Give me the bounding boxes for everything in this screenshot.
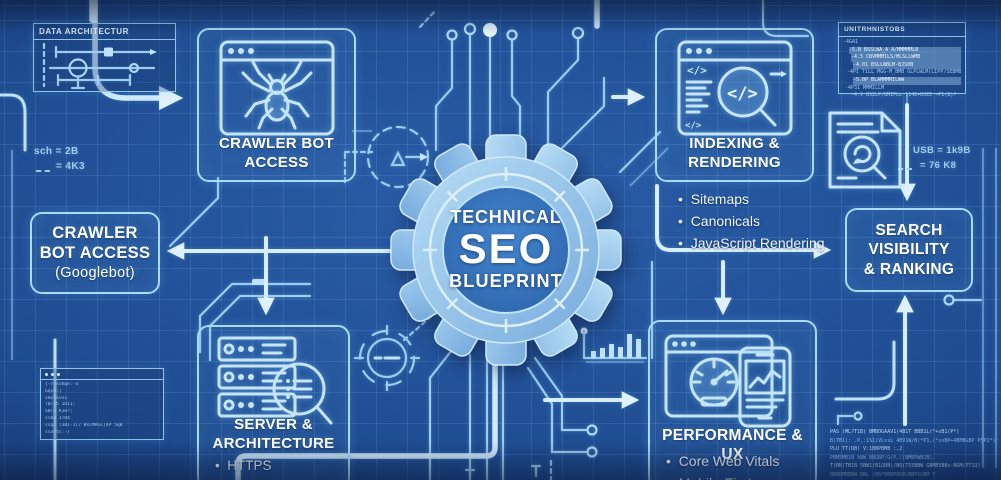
googlebot-label-line2: BOT ACCESS — [39, 244, 151, 262]
code-line: PBMSMB1B %BW BBGBP/G(P,((BMBPWB1B), — [830, 454, 936, 461]
node-label: INDEXING & RENDERING — [657, 134, 812, 172]
search-label-line1: SEARCH — [875, 221, 943, 239]
code-panel: UNITRHNISTOBS -4GA1 -5.B BSSLWA_A A/MMMM… — [838, 22, 966, 98]
terminal-titlebar — [41, 369, 163, 380]
node-indexing-rendering: </> </> </> INDEXING & RENDERING — [655, 28, 814, 182]
bullet-item: Core Web Vitals — [666, 450, 780, 472]
svg-text:</>: </> — [685, 121, 702, 131]
node-crawler-googlebot: CRAWLER BOT ACCESS (Googlebot) — [30, 212, 160, 294]
node-server-architecture: SERVER & ARCHITECTURE HTTPS Status Codes — [197, 325, 350, 480]
node-label: SERVER & ARCHITECTURE — [199, 415, 348, 453]
terminal-line: SB(B K1B?; — [45, 409, 73, 415]
indexing-label-line1: INDEXING & — [689, 135, 780, 152]
code-line: -4.01 BSLLWBLM-BJS0B — [853, 61, 961, 70]
node-label: CRAWLER BOT ACCESS — [199, 134, 354, 172]
code-line: -5.B BSSLWA_A A/MMMMMLB — [849, 46, 961, 55]
center-title-line2: SEO — [458, 225, 554, 272]
code-line: -4.5 CBVMMMILS/MLSLLWMB — [851, 54, 961, 62]
bullet-item: Canonicals — [678, 210, 825, 232]
sch-annotation-line1: sch = 2B — [34, 146, 79, 157]
svg-text:</>: </> — [687, 64, 707, 77]
usb-annotation-line2: = 76 K8 — [920, 160, 957, 171]
document-magnifier-icon — [822, 110, 908, 195]
code-line: BBBBMBBBW BBL (B5*BBBPBGB(BBP1GBM T — [830, 471, 936, 478]
sch-annotation-line2: = 4K3 — [56, 161, 85, 172]
dash-segment — [36, 170, 50, 172]
server-label-line2: ARCHITECTURE — [212, 435, 335, 452]
terminal-window: {-rnssmqe:-4 Gqsm:| smszsvv1 TB(15 1O11;… — [40, 368, 164, 440]
bullet-item: Mobile-First — [666, 472, 779, 480]
crawler-top-label-line1: CRAWLER BOT — [219, 135, 334, 152]
bullet-text: Sitemaps — [690, 191, 750, 207]
node-search-visibility: SEARCH VISIBILITY & RANKING — [845, 208, 973, 292]
bullet-item: HTTPS — [215, 455, 308, 477]
code-panel-title: UNITRHNISTOBS — [839, 23, 965, 37]
indexing-bullets: Sitemaps Canonicals JavaScript Rendering — [678, 188, 825, 254]
googlebot-label-line1: CRAWLER — [52, 224, 138, 242]
server-label-line1: SERVER & — [234, 416, 313, 433]
code-line: -4P31 MMMILLM — [845, 84, 885, 91]
center-title-line3: BLUEPRINT — [449, 271, 563, 291]
terminal-line: {-rnssmqe:-4 — [45, 382, 79, 387]
code-line: PAS (ML?T1B( BMBOGAAV1(4B1T BBB1L(*+sB1(… — [830, 429, 960, 435]
terminal-line: smszsvv1 — [45, 395, 68, 401]
code-line: -4PI T1LL MGG-M_BMB GLPLWLM(LIPP/SEBMBLB… — [847, 69, 961, 76]
bullet-text: Canonicals — [690, 213, 760, 229]
data-architecture-panel: DATA ARCHITECTUR — [33, 23, 176, 92]
window-dot-icon — [51, 372, 54, 376]
terminal-line: ssqs (3B1-1(7 WsLMAGL(4P 5qB — [45, 422, 123, 428]
googlebot-sub-label: (Googlebot) — [55, 265, 135, 281]
terminal-line: TB(15 1O11; — [45, 402, 76, 408]
bullet-text: HTTPS — [227, 458, 272, 473]
bullet-item: JavaScript Rendering — [678, 232, 825, 254]
smartphone-icon — [738, 346, 792, 433]
bullet-item: Sitemaps — [678, 188, 825, 210]
code-line: T(BB(TB1B 5BW1(B1GBB(/BQ(T55BBW GBMB5BBs… — [830, 463, 981, 470]
svg-text:</>: </> — [727, 84, 758, 104]
code-magnifier-browser-icon: </> </> </> — [677, 40, 793, 141]
center-title: TECHNICAL SEO BLUEPRINT — [426, 207, 586, 292]
usb-annotation-line1: USB = 1k9B — [913, 145, 971, 156]
server-bullets: HTTPS Status Codes — [215, 455, 308, 480]
bullet-text: JavaScript Rendering — [690, 235, 825, 251]
crawler-top-label-line2: ACCESS — [244, 154, 309, 171]
code-line: -4GA1 — [843, 39, 859, 45]
node-crawler-bot-access: CRAWLER BOT ACCESS — [197, 28, 356, 182]
terminal-line: ssbB 1TB4 — [45, 415, 70, 421]
code-line: B(TB1(: .P,:1S1(VLssL 4BV1W/B(*P1,(*ssBP… — [830, 437, 998, 444]
code-block-right: PAS (ML?T1B( BMBOGAAV1(4B1T BBB1L(*+sB1(… — [830, 428, 998, 480]
window-dot-icon — [45, 372, 48, 376]
code-line: -4.9 BS2LP/BMIPLL 114D+D0EE =P1(B)? — [851, 92, 957, 99]
search-label-line2: VISIBILITY — [868, 241, 950, 259]
terminal-line: Gqsm:| — [45, 388, 62, 394]
data-architecture-title: DATA ARCHITECTUR — [34, 24, 175, 40]
terminal-line: ssavts:-} — [45, 429, 70, 435]
node-label: CRAWLER BOT ACCESS (Googlebot) — [32, 223, 158, 283]
code-line: -5.0P BLAMMMMILWW — [853, 76, 961, 85]
search-label-line3: & RANKING — [863, 260, 955, 278]
indexing-label-line2: RENDERING — [688, 154, 781, 171]
code-line: PLU TT(DB) V:1BBPBMB :,2 — [830, 446, 903, 453]
spider-browser-icon — [219, 40, 335, 141]
node-label: SEARCH VISIBILITY & RANKING — [864, 221, 955, 280]
bullet-text: Mobile-First — [679, 475, 752, 480]
schematic-icon — [42, 42, 157, 90]
window-dot-icon — [57, 372, 60, 376]
performance-bullets: Core Web Vitals Mobile-First — [666, 450, 780, 480]
bullet-text: Core Web Vitals — [678, 453, 780, 469]
node-performance-ux: PERFORMANCE & UX Core Web Vitals Mobile-… — [648, 320, 817, 480]
